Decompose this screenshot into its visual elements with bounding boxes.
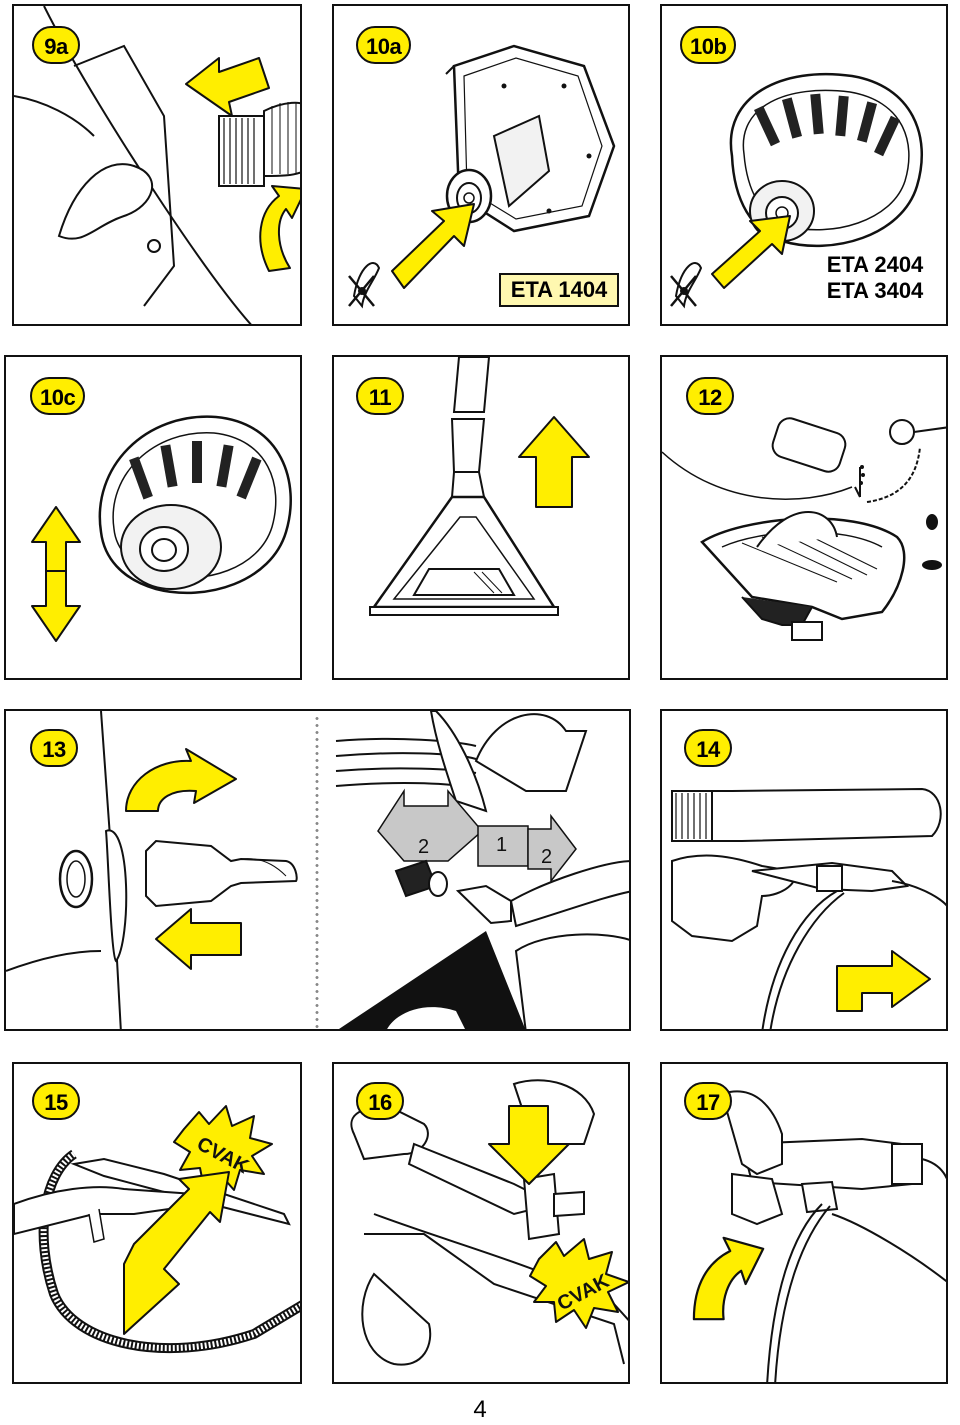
arrow-upright-icon [391, 203, 475, 289]
callout-2: 2 [418, 836, 429, 858]
illustration-16: CVAK [350, 1079, 628, 1366]
illustration-9a [14, 6, 300, 324]
callout-1: 1 [496, 834, 507, 856]
arrow-curve-icon [692, 1236, 765, 1321]
arrow-down-icon [488, 1105, 570, 1185]
arrow-push-icon [377, 788, 484, 862]
panel-13: 2 1 2 13 [4, 709, 631, 1031]
model-label: ETA 2404 ETA 3404 [810, 252, 940, 310]
panel-9a: 9a [12, 4, 302, 326]
step-number-badge: 15 [32, 1082, 80, 1120]
illustration-12 [662, 417, 946, 641]
panel-11: 11 [332, 355, 630, 680]
step-number-badge: 13 [30, 729, 78, 767]
illustration-10b [670, 72, 923, 309]
panel-10a: 10a ETA 1404 [332, 4, 630, 326]
illustration-11 [369, 357, 590, 616]
step-number-badge: 12 [686, 377, 734, 415]
arrow-turn-icon [836, 950, 931, 1012]
dotted-separator [315, 715, 319, 1029]
illustration-14 [671, 787, 946, 1029]
arrow-left-icon [185, 57, 270, 117]
illustration-17 [692, 1090, 946, 1382]
step-number-badge: 9a [32, 26, 80, 64]
arrow-curve-icon [125, 748, 237, 812]
starburst-icon [529, 1238, 628, 1329]
model-label-line-2: ETA 3404 [826, 278, 924, 303]
panel-16: CVAK 16 [332, 1062, 630, 1384]
step-number-badge: 11 [356, 377, 404, 415]
step-number-badge: 10a [356, 26, 412, 64]
step-number-badge: 17 [684, 1082, 732, 1120]
step-number-badge: 16 [356, 1082, 404, 1120]
callout-2-second: 2 [541, 846, 552, 868]
arrow-pull-icon [527, 813, 577, 884]
illustration-10a [348, 44, 616, 309]
panel-10c: 10c [4, 355, 302, 680]
panel-12: 12 [660, 355, 948, 680]
illustration-15: CVAK [14, 1105, 300, 1354]
panel-17: 17 [660, 1062, 948, 1384]
starburst-icon [173, 1105, 273, 1191]
arrow-rotate-icon [259, 185, 300, 272]
arrow-left-icon [155, 908, 242, 970]
step-number-badge: 14 [684, 729, 732, 767]
arrow-upright-icon [123, 1171, 230, 1335]
illustration-10c [31, 415, 292, 642]
step-number-badge: 10b [680, 26, 737, 64]
no-hands-icon [670, 262, 703, 309]
page-number: 4 [473, 1396, 487, 1423]
no-hands-icon [348, 262, 381, 309]
panel-15: CVAK 15 [12, 1062, 302, 1384]
panel-10b: 10b ETA 2404 ETA 3404 [660, 4, 948, 326]
arrow-upright-icon [711, 215, 791, 289]
model-label: ETA 1404 [499, 273, 619, 307]
model-label-line-1: ETA 2404 [826, 252, 924, 277]
illustration-13: 2 1 2 [6, 711, 629, 1029]
arrow-down-icon [31, 570, 81, 642]
step-number-badge: 10c [30, 377, 86, 415]
arrow-up-icon [518, 416, 590, 508]
panel-14: 14 [660, 709, 948, 1031]
